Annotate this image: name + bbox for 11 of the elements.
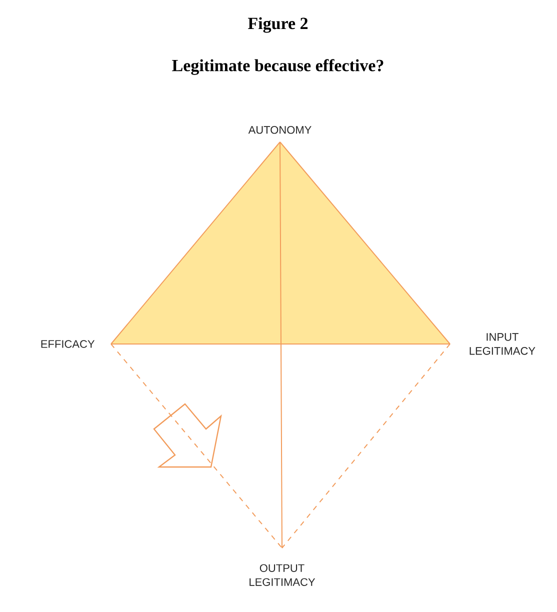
vertex-label: EFFICACY (41, 340, 95, 348)
line (110, 142, 280, 344)
figure-title: Figure 2 (248, 17, 308, 33)
vertex-label: OUTPUT LEGITIMACY (250, 564, 316, 586)
line (280, 142, 450, 344)
line (280, 142, 282, 548)
figure-caption: Legitimate because effective? (172, 59, 384, 75)
vertex-label: AUTONOMY (248, 126, 312, 134)
line (282, 344, 450, 548)
line (110, 344, 282, 548)
vertex-label: INPUT LEGITIMACY (470, 333, 536, 355)
